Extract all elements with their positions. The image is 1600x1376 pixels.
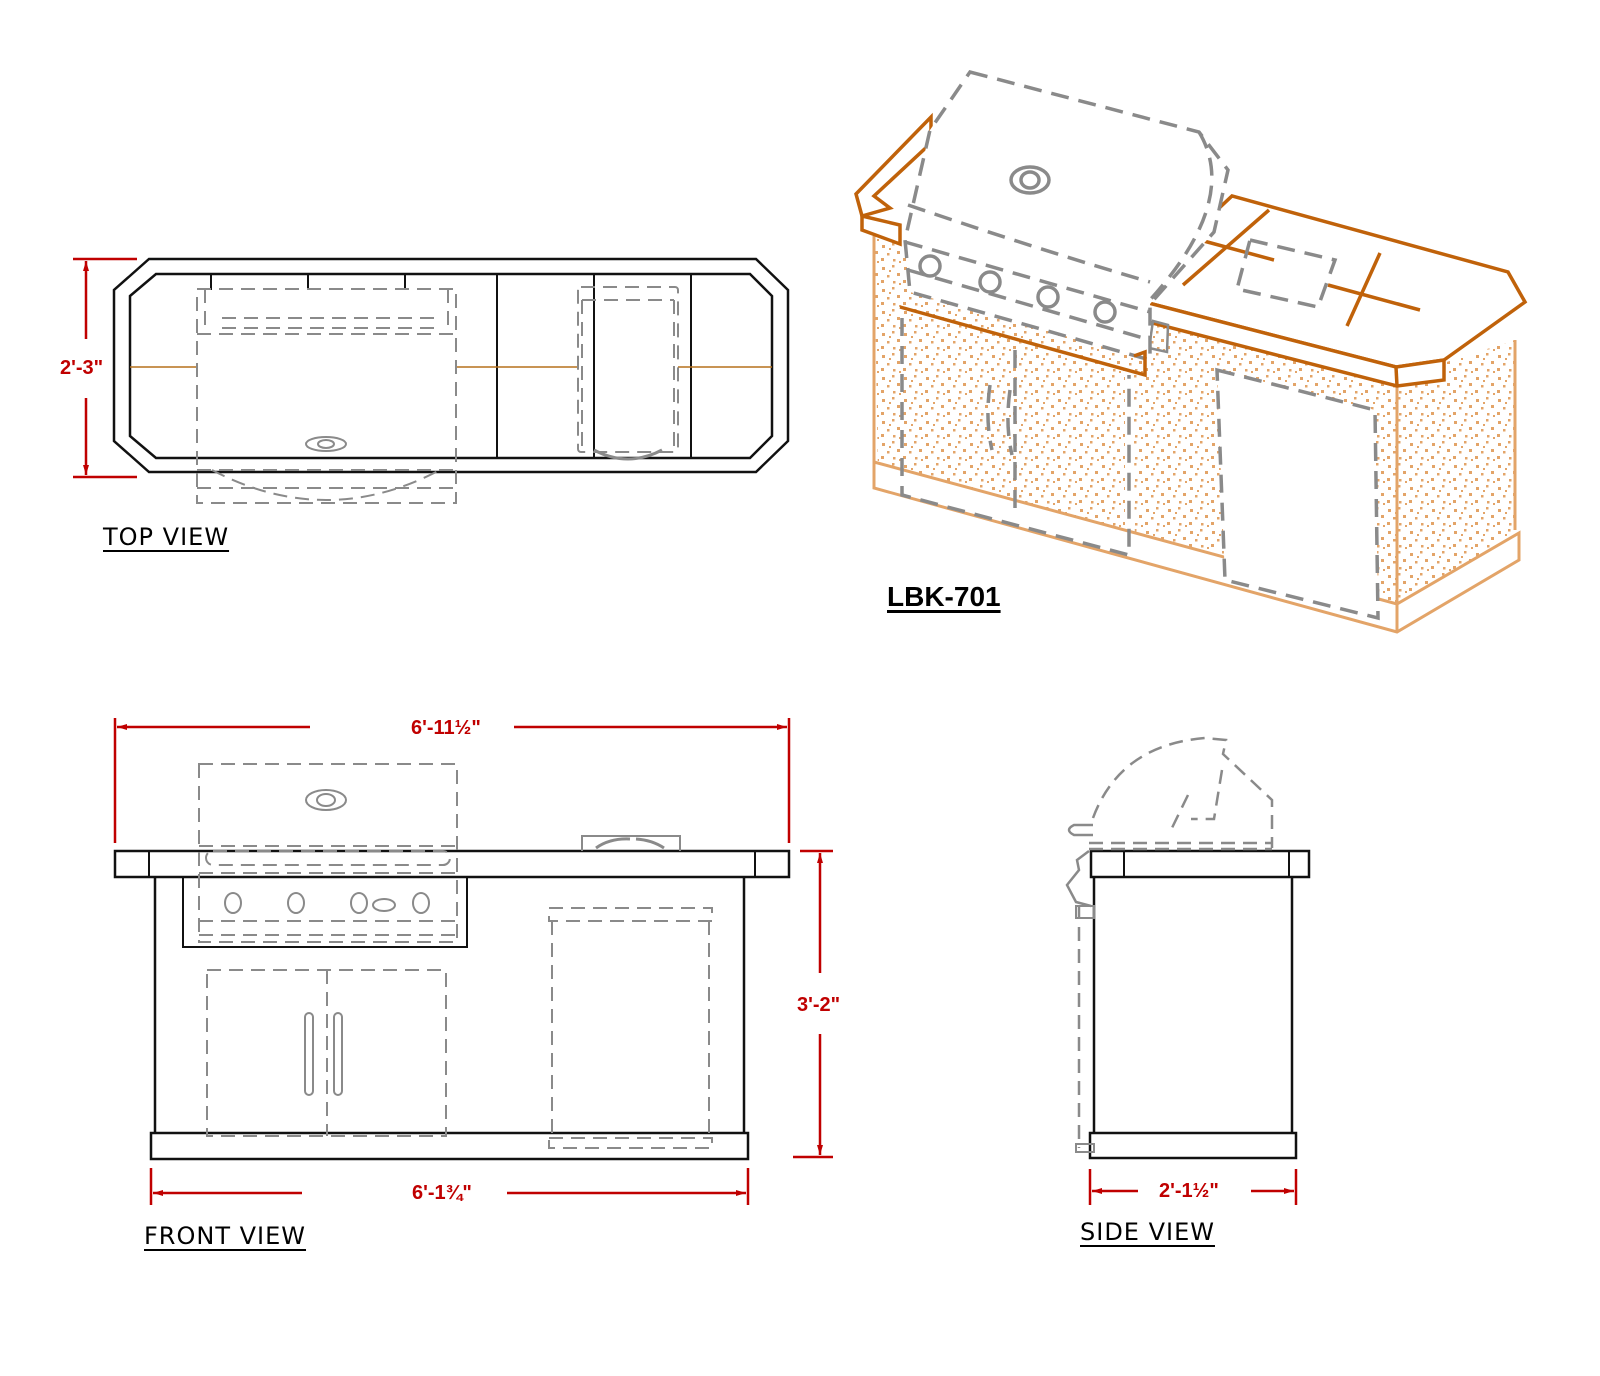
grill-iso-hidden [900,69,1380,621]
grill-knob-icon [305,436,347,452]
front-burner-knobs [224,892,430,914]
front-view-height-dimension: 3'-2" [797,994,841,1016]
top-view [73,257,790,504]
top-view-label: TOP VIEW [103,523,230,551]
grill-top-hidden [196,288,457,504]
side-view-label: SIDE VIEW [1080,1218,1215,1246]
model-title: LBK-701 [887,581,1001,612]
burner-knobs [918,254,1117,324]
side-view [1065,736,1311,1205]
front-view-label: FRONT VIEW [144,1222,307,1250]
front-view-base-width-dimension: 6'-1¾" [412,1182,472,1204]
front-view-overall-width-dimension: 6'-11½" [411,717,481,739]
front-view [113,718,833,1205]
side-burner-top-hidden [577,286,679,453]
side-view-depth-dimension: 2'-1½" [1159,1180,1219,1202]
top-view-depth-dimension: 2'-3" [60,357,104,379]
isometric-view [854,69,1528,634]
grill-hood-logo-icon [1009,165,1051,195]
